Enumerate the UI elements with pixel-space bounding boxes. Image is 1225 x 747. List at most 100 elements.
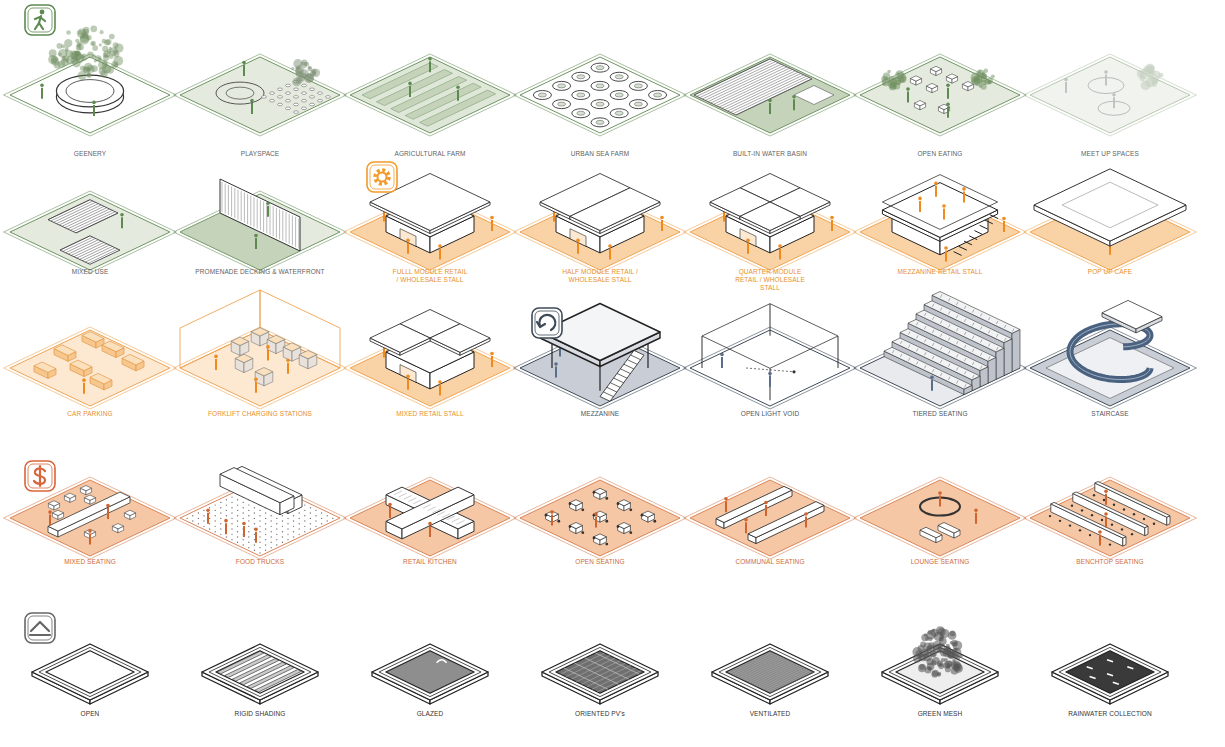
tile-illustration <box>854 54 1027 136</box>
illustration-part <box>271 520 272 521</box>
illustration-part <box>224 519 228 523</box>
tile-illustration <box>514 54 687 136</box>
illustration-part <box>302 99 307 102</box>
illustration-part <box>267 349 269 360</box>
illustration-part <box>684 191 857 273</box>
illustration-part <box>948 311 950 314</box>
illustration-part <box>740 202 800 231</box>
illustration-part <box>1024 327 1197 409</box>
illustration-part <box>95 55 101 61</box>
illustration-part <box>54 62 61 69</box>
illustration-part <box>255 382 257 393</box>
illustration-part <box>248 515 249 516</box>
illustration-part <box>282 520 283 521</box>
illustration-part <box>972 362 974 365</box>
illustration-part <box>294 103 299 106</box>
illustration-part <box>768 372 772 376</box>
illustration-part <box>82 246 112 260</box>
illustration-part <box>948 364 950 367</box>
illustration-part <box>92 101 96 105</box>
illustration-part <box>100 70 107 77</box>
illustration-part <box>243 65 245 76</box>
illustration-part <box>1079 529 1081 531</box>
illustration-part <box>1052 644 1168 700</box>
illustration-part <box>293 536 294 537</box>
illustration-part <box>294 111 299 114</box>
tile-illustration <box>344 54 517 136</box>
illustration-part <box>627 360 637 365</box>
illustration-part <box>447 516 455 520</box>
illustration-part <box>1002 217 1006 221</box>
illustration-part <box>969 236 977 240</box>
illustration-part <box>215 510 216 511</box>
illustration-part <box>569 502 572 505</box>
illustration-part <box>304 531 305 532</box>
illustration-part <box>980 225 988 229</box>
tile-label: STAIRCASE <box>1030 410 1190 418</box>
illustration-part <box>226 510 227 511</box>
illustration-part <box>1113 682 1119 684</box>
category-icon <box>367 162 397 192</box>
illustration-part <box>286 107 291 110</box>
illustration-part <box>537 322 545 327</box>
tile-illustration <box>1024 300 1197 409</box>
illustration-part <box>980 326 982 329</box>
tile-illustration <box>854 477 1027 559</box>
illustration-part <box>596 84 604 88</box>
illustration-part <box>603 392 613 397</box>
illustration-part <box>924 313 926 316</box>
illustration-part <box>1139 75 1145 81</box>
illustration-part <box>237 536 238 537</box>
illustration-part <box>937 660 943 666</box>
illustration-part <box>35 17 45 21</box>
illustration-part <box>770 304 771 336</box>
illustration-part <box>226 504 227 505</box>
illustration-part <box>545 514 548 517</box>
illustration-part <box>34 362 56 372</box>
illustration-part <box>792 95 796 99</box>
illustration-part <box>660 216 664 220</box>
illustration-part <box>259 531 260 532</box>
illustration-part <box>694 59 812 115</box>
illustration-part <box>299 528 300 529</box>
illustration-part <box>295 217 296 247</box>
illustration-part <box>542 644 658 700</box>
illustration-part <box>945 666 951 672</box>
tile-label: CAR PARKING <box>10 410 170 418</box>
tile-label: OPEN SEATING <box>520 558 680 566</box>
illustration-part <box>243 539 244 540</box>
illustration-part <box>722 72 798 108</box>
illustration-part <box>255 368 273 376</box>
illustration-part <box>315 515 316 516</box>
illustration-part <box>943 646 951 654</box>
illustration-part <box>294 96 299 99</box>
illustration-part <box>964 241 972 245</box>
illustration-part <box>10 330 170 406</box>
illustration-part <box>409 86 411 97</box>
illustration-part <box>1024 477 1197 559</box>
illustration-part <box>407 243 409 254</box>
illustration-part <box>293 531 294 532</box>
illustration-part <box>25 461 55 491</box>
illustration-part <box>321 518 322 519</box>
tile-illustration <box>684 304 857 409</box>
illustration-part <box>618 523 631 529</box>
illustration-part <box>854 54 1027 136</box>
tile-illustration <box>174 290 347 409</box>
tile-illustration <box>514 477 687 559</box>
illustration-part <box>318 99 323 102</box>
illustration-part <box>254 523 255 524</box>
illustration-part <box>48 501 59 506</box>
illustration-part <box>854 477 1027 559</box>
illustration-part <box>299 350 317 358</box>
illustration-part <box>98 57 102 61</box>
illustration-part <box>28 616 52 640</box>
illustration-part <box>747 661 791 682</box>
illustration-part <box>418 502 426 506</box>
illustration-part <box>260 200 261 230</box>
illustration-part <box>259 536 260 537</box>
illustration-part <box>254 234 258 238</box>
illustration-part <box>1051 504 1123 546</box>
illustration-part <box>964 319 966 322</box>
illustration-part <box>569 525 572 528</box>
